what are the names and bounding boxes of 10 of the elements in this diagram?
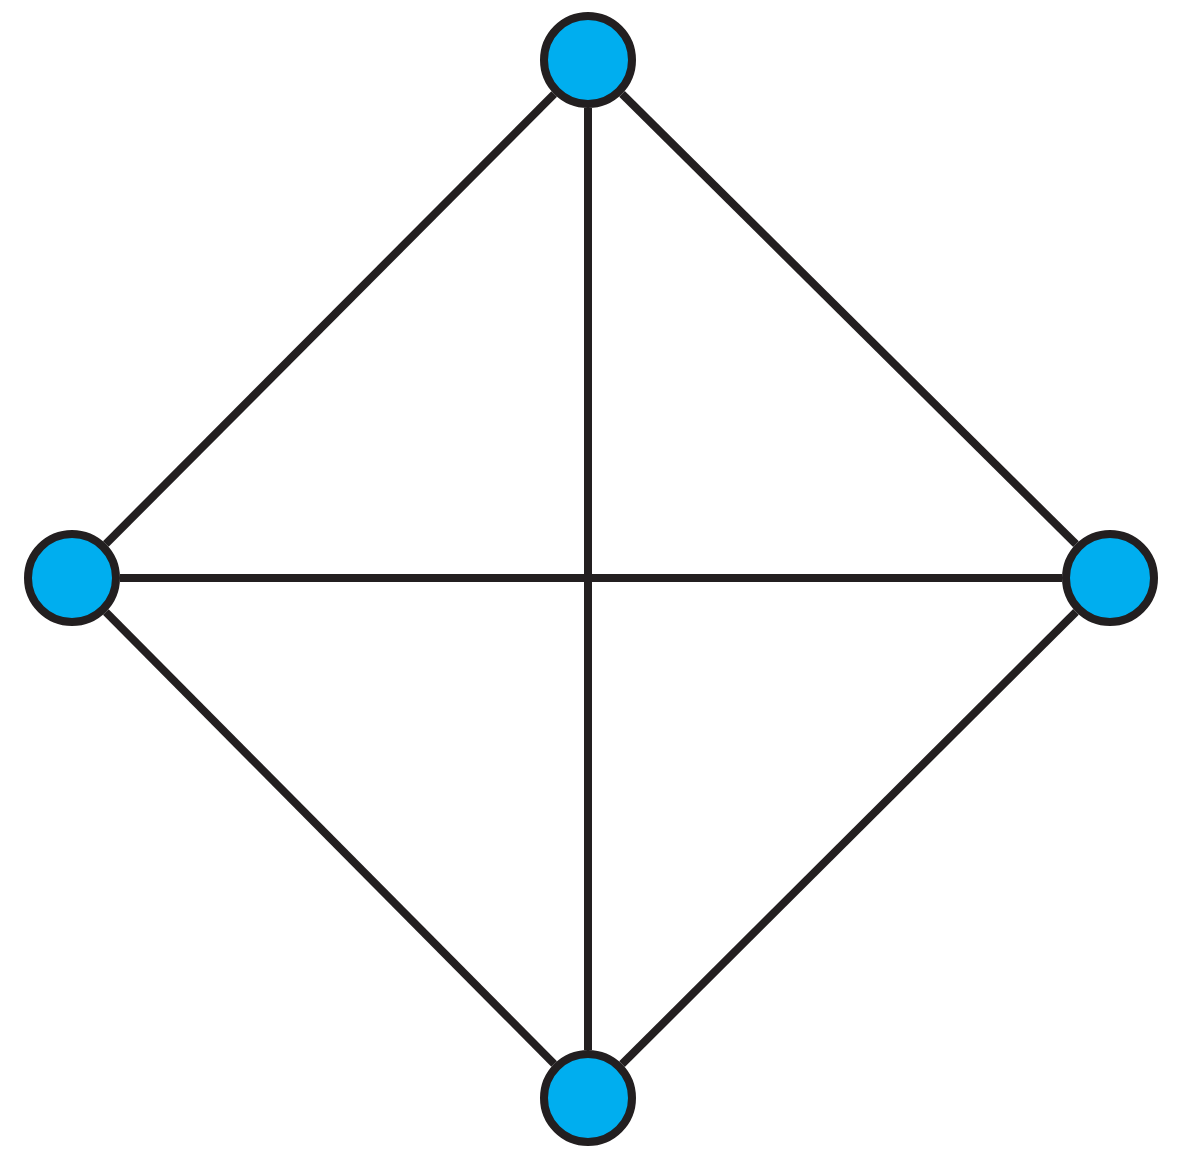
edge-line xyxy=(619,90,1079,548)
vertex-circle xyxy=(1062,530,1158,626)
vertex-circle xyxy=(540,1050,636,1146)
edge-line xyxy=(584,108,592,1050)
edge-line xyxy=(120,574,1062,582)
vertex-circle xyxy=(24,530,120,626)
vertex-circle xyxy=(540,12,636,108)
edge-line xyxy=(102,609,558,1067)
edge-line xyxy=(619,608,1079,1068)
edge-line xyxy=(102,91,558,547)
